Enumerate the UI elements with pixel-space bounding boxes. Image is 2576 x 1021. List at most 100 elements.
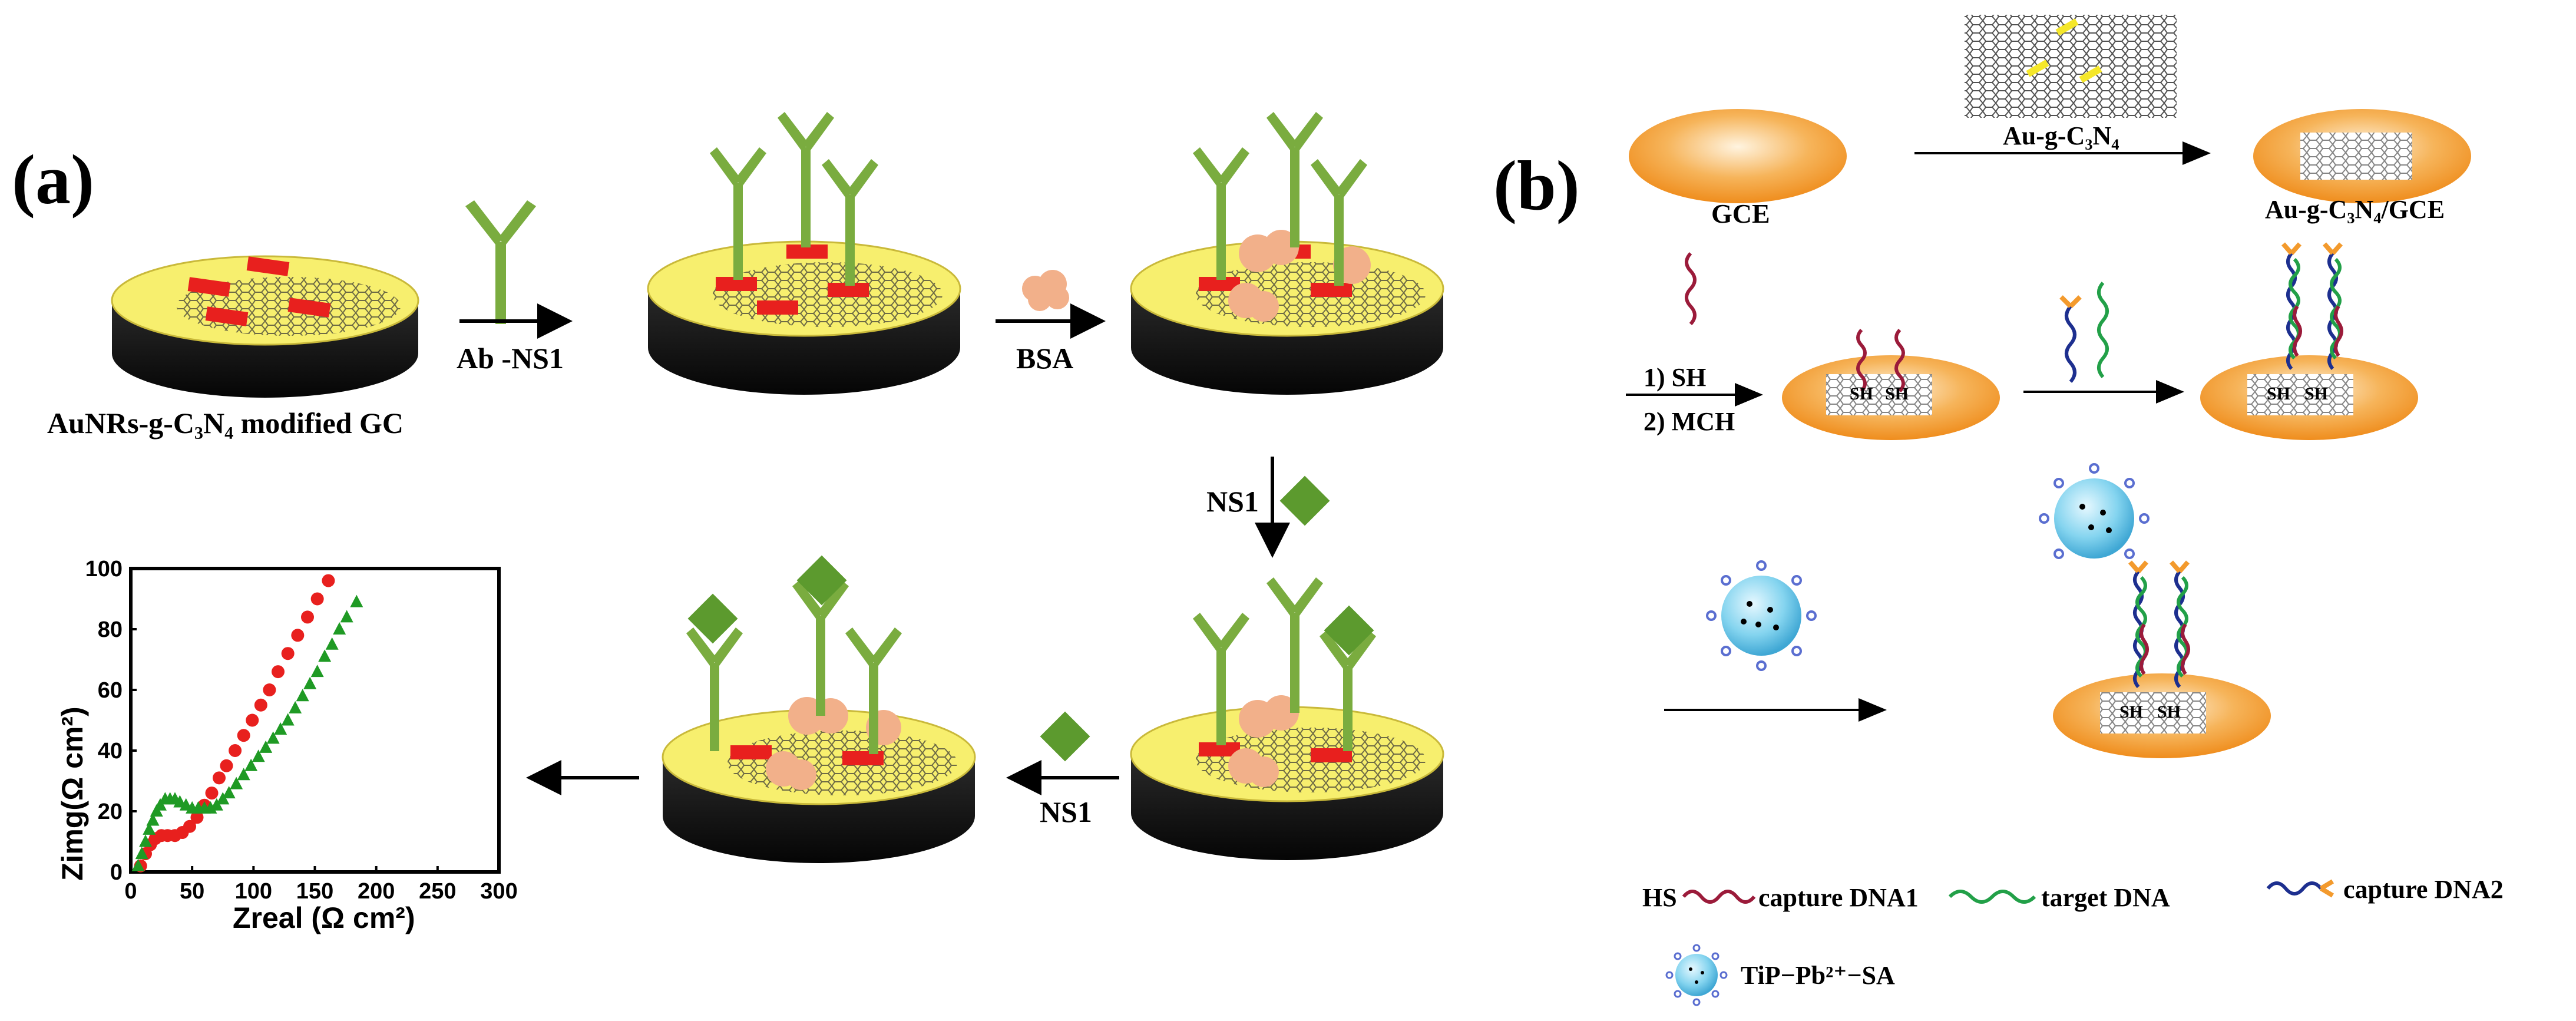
series-green-point — [289, 701, 302, 713]
step-au-label: Au-g-C₃N₄ — [2003, 121, 2119, 150]
series-red-point — [220, 759, 233, 772]
x-tick-labels: 0 50 100 150 200 250 300 — [124, 866, 518, 904]
antigen-icon — [1279, 475, 1330, 526]
series-red-point — [281, 647, 295, 660]
electrode-hybridized: SH SH — [2200, 242, 2418, 440]
series-green-point — [350, 594, 363, 607]
legend-probe: TiP−Pb²⁺−SA — [1741, 961, 1895, 990]
sh-label-3: SH — [2267, 384, 2290, 404]
sh-label-2: SH — [1885, 384, 1909, 404]
step-bsa-label: BSA — [1016, 342, 1073, 375]
panel-b: (b) GCE Au-g-C₃N₄ Au-g-C₃N₄/GCE 1) SH 2)… — [1493, 15, 2504, 1006]
series-green-point — [303, 676, 317, 689]
sh-label-4: SH — [2304, 384, 2328, 404]
step-ns1-down-label: NS1 — [1206, 485, 1259, 518]
x-axis-label: Zreal (Ω cm²) — [233, 901, 415, 934]
electrode-with-antibody — [647, 112, 961, 395]
gce-electrode — [1629, 109, 1847, 203]
series-red-point — [246, 713, 259, 727]
series-green-point — [139, 834, 152, 847]
data-marks — [131, 574, 363, 873]
electrode-with-probe: SH SH — [2039, 463, 2271, 758]
series-green-point — [310, 665, 324, 678]
step-ab-label: Ab -NS1 — [457, 342, 564, 375]
legend-capture2-swatch — [2266, 881, 2323, 896]
x-tick-label: 300 — [480, 879, 517, 904]
series-green-point — [259, 740, 273, 753]
dna-icons — [2059, 282, 2109, 383]
series-green-point — [244, 758, 258, 771]
panel-a: (a) AuNRs-g-C₃N₄ modified GC Ab -NS1 — [12, 112, 1444, 934]
au-gce-electrode — [2253, 109, 2471, 203]
series-green-point — [333, 622, 346, 635]
series-green-point — [135, 847, 148, 860]
series-green-point — [230, 777, 243, 789]
legend-hs: HS — [1642, 883, 1677, 912]
legend: HS capture DNA1 target DNA capture DNA2 … — [1642, 875, 2504, 1006]
series-red-point — [301, 610, 314, 624]
antigen-icon-2 — [1040, 711, 1090, 762]
series-green-point — [274, 722, 287, 735]
series-green-point — [222, 786, 236, 799]
step-ns1-left-label: NS1 — [1040, 795, 1092, 828]
y-tick-label: 20 — [98, 799, 123, 824]
electrode-bare — [111, 255, 419, 398]
x-tick-label: 200 — [358, 879, 395, 904]
step1-line1: 1) SH — [1644, 363, 1706, 392]
sh-label-1: SH — [1850, 384, 1873, 404]
bare-electrode-caption: AuNRs-g-C₃N₄ modified GC — [47, 407, 404, 440]
series-green-point — [325, 637, 339, 650]
sh-label-5: SH — [2119, 702, 2143, 722]
series-red-point — [263, 683, 276, 696]
x-tick-label: 50 — [180, 879, 204, 904]
series-red-point — [183, 820, 196, 833]
electrode-with-antigen — [1130, 577, 1444, 860]
sh-label-6: SH — [2157, 702, 2181, 722]
legend-capture1: capture DNA1 — [1758, 883, 1919, 912]
series-red-point — [205, 787, 219, 800]
panel-a-label: (a) — [12, 140, 94, 219]
electrode-capture-dna1: SH SH — [1782, 328, 2000, 440]
legend-target: target DNA — [2041, 883, 2170, 912]
x-tick-label: 150 — [296, 879, 333, 904]
x-tick-label: 250 — [419, 879, 456, 904]
series-green-point — [318, 649, 332, 662]
series-green-point — [252, 749, 265, 762]
legend-capture2: capture DNA2 — [2343, 875, 2504, 904]
series-red-point — [310, 592, 324, 606]
panel-b-label: (b) — [1493, 146, 1580, 224]
au-g-c3n4-sheet-icon — [1965, 15, 2177, 118]
series-red-point — [272, 665, 285, 679]
y-axis-label: Zimg(Ω cm²) — [56, 706, 89, 881]
series-green-point — [131, 858, 145, 871]
series-green-point — [266, 731, 280, 744]
series-green-point — [340, 610, 353, 623]
series-green-point — [296, 689, 309, 702]
series-red-point — [237, 729, 250, 742]
series-red-point — [190, 811, 204, 824]
legend-probe-swatch — [1665, 944, 1728, 1006]
legend-target-swatch — [1948, 890, 2036, 904]
y-tick-label: 0 — [110, 860, 123, 885]
capture-dna1-icon — [1685, 252, 1697, 326]
step1-line2: 2) MCH — [1644, 407, 1735, 436]
y-tick-label: 100 — [85, 557, 123, 581]
probe-icon-row3 — [1706, 560, 1817, 671]
x-tick-label: 100 — [235, 879, 272, 904]
series-red-point — [291, 629, 305, 642]
y-tick-label: 40 — [98, 739, 123, 764]
gce-label: GCE — [1711, 199, 1770, 229]
legend-capture1-swatch — [1682, 890, 1756, 904]
antibody-icon — [465, 200, 536, 324]
y-tick-label: 60 — [98, 678, 123, 703]
x-tick-label: 0 — [124, 879, 137, 904]
series-green-point — [143, 822, 156, 835]
electrode-bound-antigen — [662, 555, 976, 863]
series-red-point — [322, 574, 335, 587]
series-red-point — [229, 744, 242, 757]
series-red-point — [254, 698, 267, 712]
series-green-point — [281, 713, 295, 726]
